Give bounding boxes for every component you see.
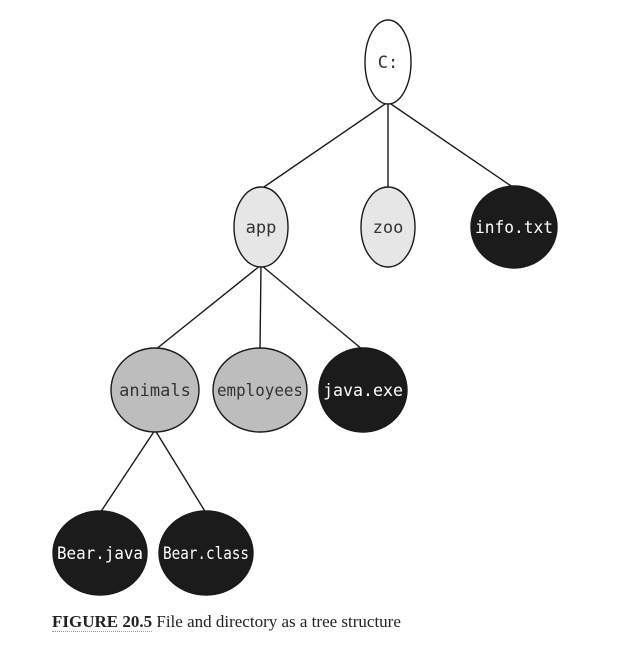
node-root: C: <box>364 19 412 105</box>
figure-caption: FIGURE 20.5 File and directory as a tree… <box>52 612 401 632</box>
node-animals: animals <box>110 347 200 433</box>
node-bearjava: Bear.java <box>52 510 148 596</box>
directory-node-shape <box>212 347 308 433</box>
node-label-javaexe: java.exe <box>323 381 403 401</box>
edge-animals-to-bearjava <box>99 429 156 514</box>
file-node-shape <box>52 510 148 596</box>
node-label-employees: employees <box>217 381 303 401</box>
file-node-shape <box>158 510 254 596</box>
edge-app-to-javaexe <box>260 264 364 351</box>
edge-root-to-info <box>387 101 515 189</box>
file-node-shape <box>318 347 408 433</box>
edge-root-to-app <box>260 101 389 190</box>
edge-app-to-employees <box>259 264 262 351</box>
file-node-shape <box>470 185 558 269</box>
node-javaexe: java.exe <box>318 347 408 433</box>
node-label-root: C: <box>378 53 398 73</box>
edge-app-to-animals <box>154 264 262 351</box>
tree-edges <box>99 101 515 514</box>
directory-tree-diagram: C: app zoo info.txt animals employees java.exe… <box>52 19 558 596</box>
node-employees: employees <box>212 347 308 433</box>
tree-nodes: C: app zoo info.txt animals employees java.exe… <box>52 19 558 596</box>
node-label-bearjava: Bear.java <box>57 544 143 564</box>
directory-node-shape <box>233 186 289 268</box>
node-info: info.txt <box>470 185 558 269</box>
node-label-bearclass: Bear.class <box>163 544 249 564</box>
node-label-zoo: zoo <box>373 218 404 238</box>
node-bearclass: Bear.class <box>158 510 254 596</box>
directory-node-shape <box>364 19 412 105</box>
node-zoo: zoo <box>360 186 416 268</box>
node-label-info: info.txt <box>475 218 553 238</box>
figure-number: FIGURE 20.5 <box>52 612 153 632</box>
node-label-animals: animals <box>119 381 191 401</box>
edge-animals-to-bearclass <box>154 429 207 514</box>
node-label-app: app <box>246 218 277 238</box>
node-app: app <box>233 186 289 268</box>
figure-caption-text: File and directory as a tree structure <box>156 612 401 631</box>
directory-node-shape <box>360 186 416 268</box>
directory-node-shape <box>110 347 200 433</box>
